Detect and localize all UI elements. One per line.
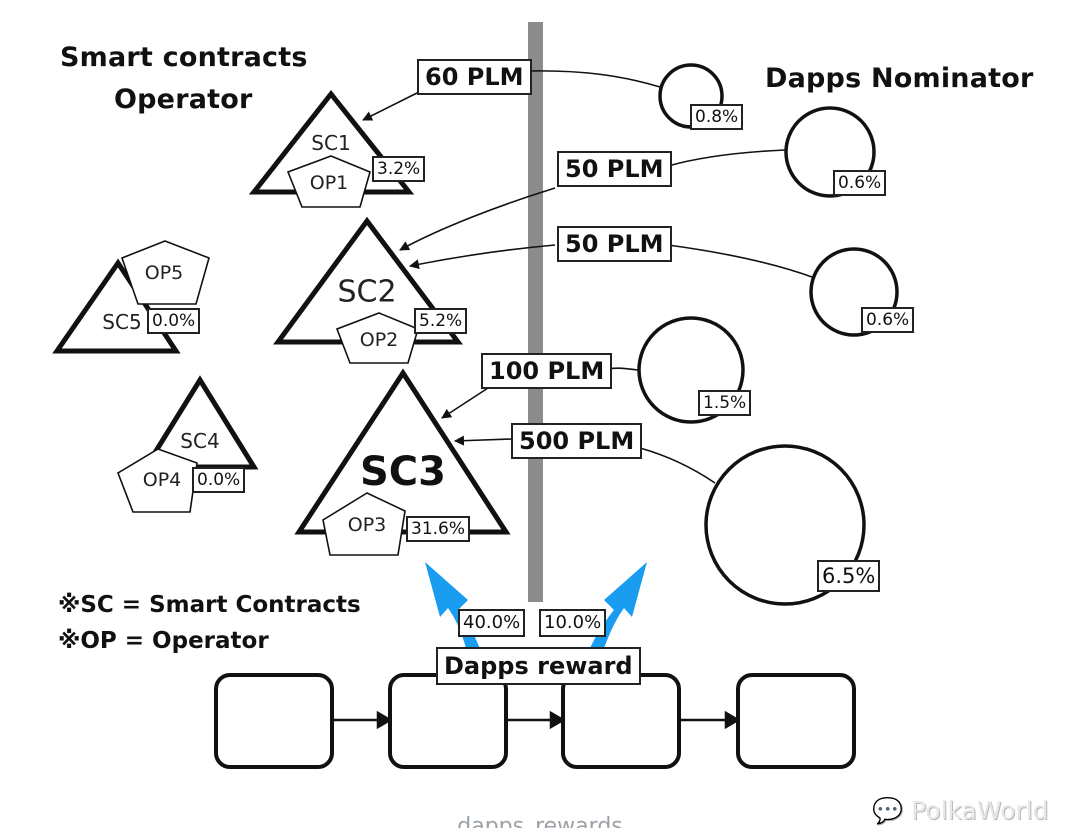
link-nom2	[667, 149, 786, 167]
op-pentagons	[117, 155, 419, 556]
sc3-triangle	[294, 368, 511, 535]
link-nom1	[527, 70, 661, 88]
stake-box-nom4: 100 PLM	[481, 353, 613, 389]
heading-operator: Operator	[114, 84, 253, 115]
nominator-links	[527, 70, 813, 484]
stake-arrows	[362, 90, 556, 446]
sc5-triangle	[52, 258, 181, 354]
blue-arrow-left	[425, 562, 488, 672]
block-3	[561, 673, 681, 769]
op4-pentagon	[117, 448, 198, 513]
sc-triangles	[52, 89, 511, 535]
reward-split-arrows	[425, 562, 647, 672]
stake-box-nom1: 60 PLM	[417, 59, 532, 95]
legend-op: ※OP = Operator	[58, 628, 269, 654]
link-nom3	[667, 244, 813, 278]
sc2-share-badge: 5.2%	[414, 308, 468, 334]
blockchain	[214, 673, 856, 769]
blue-arrow-right	[580, 562, 647, 672]
sc4-share-badge: 0.0%	[192, 467, 246, 493]
op2-pentagon	[335, 312, 419, 364]
op1-pentagon	[286, 155, 371, 208]
nominator3-share-badge: 0.6%	[861, 307, 915, 333]
nominator4-share-badge: 1.5%	[698, 390, 752, 416]
heading-smart-contracts: Smart contracts	[60, 42, 308, 73]
watermark: 💬 PolkaWorld	[872, 796, 1049, 826]
op5-label: OP5	[144, 262, 184, 284]
op3-label: OP3	[347, 514, 387, 536]
operators-share-badge: 40.0%	[458, 609, 526, 637]
dapps-reward-label: Dapps reward	[436, 647, 641, 685]
op2-label: OP2	[359, 329, 399, 351]
nominators-share-badge: 10.0%	[539, 609, 607, 637]
stake-box-nom2: 50 PLM	[557, 151, 672, 187]
stake-box-nom3: 50 PLM	[557, 226, 672, 262]
block-2	[388, 673, 508, 769]
sc4-label: SC4	[180, 429, 220, 453]
sc1-label: SC1	[311, 131, 351, 155]
op4-label: OP4	[142, 469, 182, 491]
heading-dapps-nominator: Dapps Nominator	[765, 63, 1034, 94]
op3-pentagon	[322, 492, 406, 556]
block-1	[214, 673, 334, 769]
block-4	[736, 673, 856, 769]
link-nom5	[639, 447, 716, 484]
nominator1-share-badge: 0.8%	[690, 104, 744, 130]
sc5-share-badge: 0.0%	[147, 308, 201, 334]
chain-links	[332, 710, 741, 730]
op5-pentagon	[120, 240, 210, 305]
sc3-share-badge: 31.6%	[406, 516, 471, 542]
watermark-text: PolkaWorld	[911, 796, 1049, 825]
sc3-label: SC3	[360, 449, 446, 495]
figure-caption: dapps_rewards	[457, 814, 623, 828]
op1-label: OP1	[309, 172, 349, 194]
sc5-label: SC5	[102, 310, 142, 334]
legend-sc: ※SC = Smart Contracts	[58, 592, 361, 618]
nominator-circles	[637, 63, 899, 606]
divider-bar	[528, 22, 543, 602]
nominator2-share-badge: 0.6%	[833, 170, 887, 196]
stake-box-nom5: 500 PLM	[511, 423, 643, 459]
wechat-icon: 💬	[872, 796, 904, 825]
sc2-label: SC2	[337, 274, 397, 310]
sc1-share-badge: 3.2%	[372, 156, 426, 182]
nominator5-share-badge: 6.5%	[817, 560, 881, 592]
